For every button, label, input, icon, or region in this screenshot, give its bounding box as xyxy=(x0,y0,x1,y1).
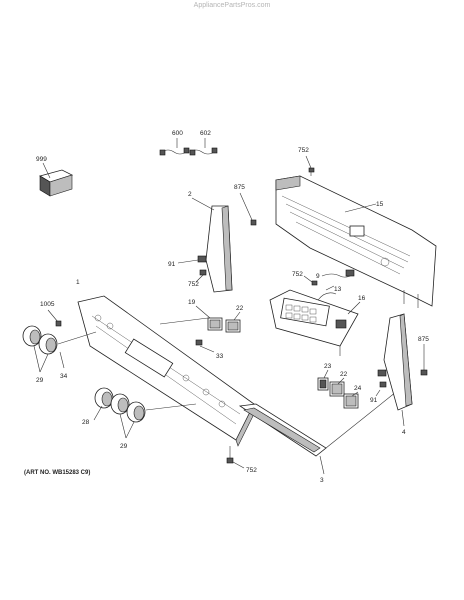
callout-1: 1 xyxy=(76,279,80,286)
callout-9: 9 xyxy=(316,273,320,280)
part-19-22-switches xyxy=(159,305,241,353)
part-2-left-endcap xyxy=(191,197,233,293)
art-number: (ART NO. WB15283 C9) xyxy=(24,470,91,476)
part-9-13-wiring xyxy=(303,269,355,301)
part-29-knobs-left xyxy=(22,325,97,373)
watermark: AppliancePartsPros.com xyxy=(193,2,271,9)
callout-3: 3 xyxy=(320,477,324,484)
part-600-602-harness xyxy=(159,138,218,156)
callout-15: 15 xyxy=(376,201,384,208)
callout-752-left: 752 xyxy=(188,281,199,288)
callout-13: 13 xyxy=(334,286,342,293)
part-1-control-panel xyxy=(77,295,257,447)
callout-91-left: 91 xyxy=(168,261,176,268)
callout-29-left: 29 xyxy=(36,377,44,384)
part-15-rear-panel xyxy=(275,175,437,308)
callout-22-lower: 22 xyxy=(340,371,348,378)
callout-33: 33 xyxy=(216,353,224,360)
part-23-22-24-switches xyxy=(317,369,359,409)
callout-2: 2 xyxy=(188,191,192,198)
part-875-screw-right xyxy=(420,344,428,376)
callout-752-top: 752 xyxy=(298,147,309,154)
callout-752-mid: 752 xyxy=(292,271,303,278)
callout-91-right: 91 xyxy=(370,397,378,404)
callout-19: 19 xyxy=(188,299,196,306)
callout-752-bottom: 752 xyxy=(246,467,257,474)
callout-34: 34 xyxy=(60,373,68,380)
callout-875-left: 875 xyxy=(234,184,245,191)
part-752-screw-bottom xyxy=(226,446,245,469)
part-3-trim xyxy=(238,391,397,475)
part-875-screw-left xyxy=(239,192,257,226)
callout-600: 600 xyxy=(172,130,183,137)
callout-28: 28 xyxy=(82,419,90,426)
callout-22-upper: 22 xyxy=(236,305,244,312)
callout-23: 23 xyxy=(324,363,332,370)
callout-1005: 1005 xyxy=(40,301,55,308)
part-1005-screw xyxy=(47,309,62,327)
callout-4: 4 xyxy=(402,429,406,436)
callout-875-right: 875 xyxy=(418,336,429,343)
callout-16: 16 xyxy=(358,295,366,302)
callout-24: 24 xyxy=(354,385,362,392)
part-752-screw-top xyxy=(305,155,315,176)
callout-999: 999 xyxy=(36,156,47,163)
part-999-kit-box xyxy=(38,162,74,197)
callout-602: 602 xyxy=(200,130,211,137)
callout-29-lower: 29 xyxy=(120,443,128,450)
part-28-29-knobs-lower xyxy=(93,387,197,439)
part-4-right-endcap xyxy=(375,313,413,427)
part-16-control-board xyxy=(269,289,361,356)
